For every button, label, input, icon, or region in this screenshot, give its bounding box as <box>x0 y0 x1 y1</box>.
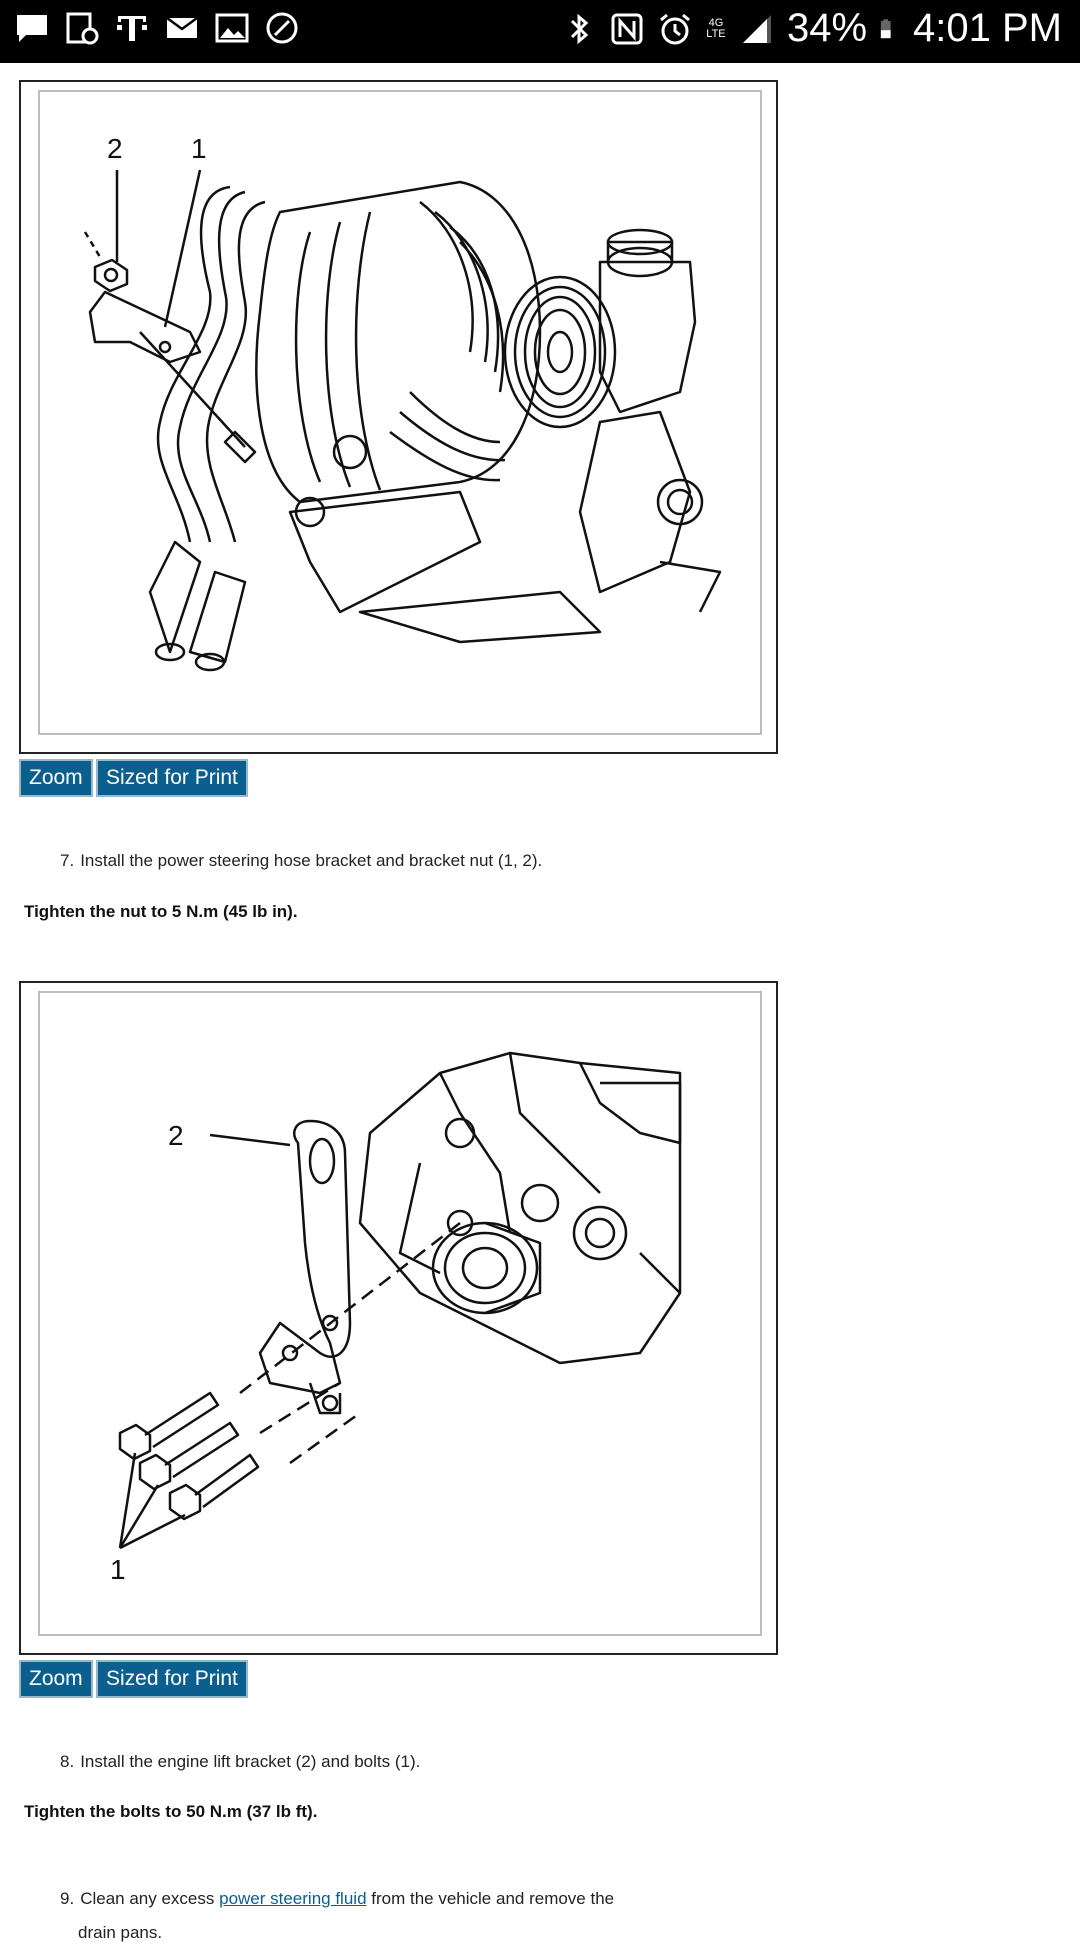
step-text-after: from the vehicle and remove the <box>371 1889 615 1908</box>
figure-frame: 2 1 <box>38 991 762 1636</box>
nfc-icon <box>611 13 643 44</box>
callout-2: 2 <box>107 133 123 164</box>
step-9: 9.Clean any excess power steering fluid … <box>60 1882 614 1950</box>
callout-1: 1 <box>191 133 207 164</box>
step-8: 8. Install the engine lift bracket (2) an… <box>60 1752 420 1772</box>
alternator-illustration: 2 1 <box>83 133 722 672</box>
step-number: 7. <box>60 851 75 870</box>
clock: 4:01 PM <box>913 6 1062 50</box>
zoom-button[interactable]: Zoom <box>19 759 93 797</box>
step-number: 8. <box>60 1752 75 1771</box>
image-icon <box>215 13 249 43</box>
bluetooth-icon <box>570 13 589 44</box>
figure-engine-lift-bracket: 2 1 <box>19 981 778 1655</box>
battery-icon <box>880 18 891 38</box>
speed-icon <box>266 12 298 44</box>
sized-for-print-button[interactable]: Sized for Print <box>96 1660 248 1698</box>
step-text-continued: drain pans. <box>78 1923 163 1942</box>
step-text: Install the power steering hose bracket … <box>80 851 543 870</box>
step-number: 9. <box>60 1889 75 1908</box>
callout-1: 1 <box>110 1554 126 1585</box>
network-type: 4G LTE <box>706 16 726 40</box>
figure-power-steering-bracket: 2 1 <box>19 80 778 754</box>
tmobile-icon <box>117 16 147 41</box>
step-7: 7. Install the power steering hose bracke… <box>60 851 542 871</box>
zoom-button[interactable]: Zoom <box>19 1660 93 1698</box>
figure-frame: 2 1 <box>38 90 762 735</box>
calendar-check-icon <box>66 12 99 45</box>
system-icons: 4G LTE 34% 4:01 PM <box>561 6 1062 51</box>
step-text: Clean any excess <box>80 1889 215 1908</box>
power-steering-fluid-link[interactable]: power steering fluid <box>219 1889 367 1908</box>
sized-for-print-button[interactable]: Sized for Print <box>96 759 248 797</box>
step-text: Install the engine lift bracket (2) and … <box>80 1752 421 1771</box>
status-bar: 4G LTE 34% 4:01 PM <box>0 0 1080 63</box>
callout-2: 2 <box>168 1120 184 1151</box>
notification-icons <box>14 10 300 46</box>
battery-percent: 34% <box>786 6 868 50</box>
signal-icon <box>742 14 771 43</box>
alarm-icon <box>660 13 690 44</box>
lift-bracket-illustration: 2 1 <box>110 1051 682 1585</box>
message-icon <box>17 15 47 42</box>
torque-note-7: Tighten the nut to 5 N.m (45 lb in). <box>24 902 298 921</box>
torque-note-8: Tighten the bolts to 50 N.m (37 lb ft). <box>24 1802 318 1821</box>
mail-icon <box>166 16 198 38</box>
